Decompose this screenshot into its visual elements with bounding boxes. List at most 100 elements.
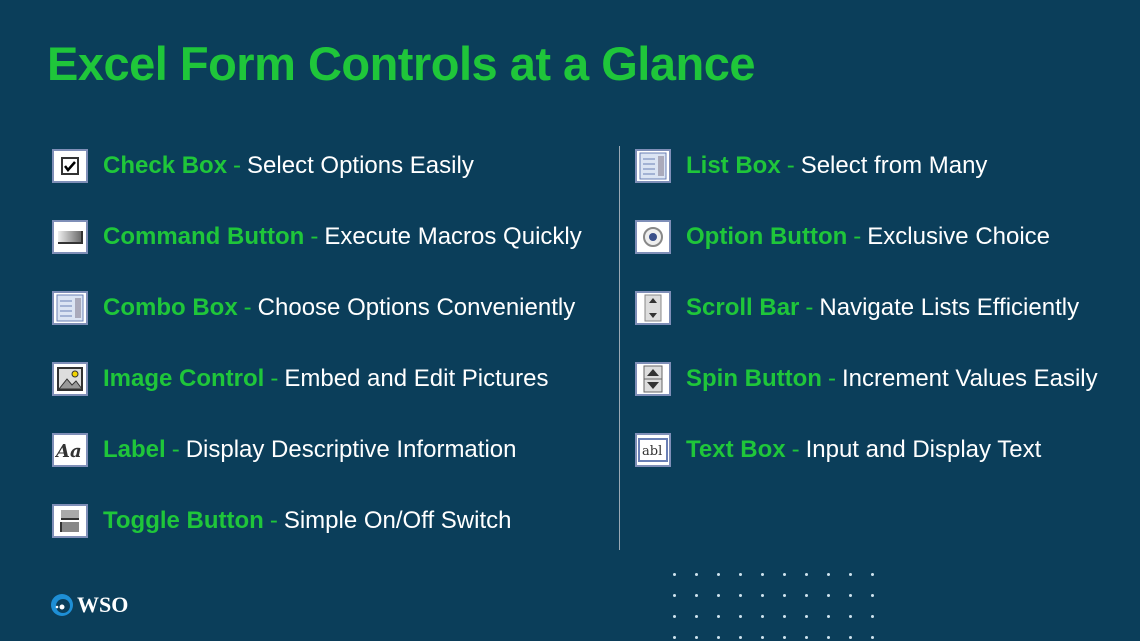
dot bbox=[695, 573, 698, 576]
dot bbox=[827, 573, 830, 576]
list-item: Scroll Bar-Navigate Lists Efficiently bbox=[635, 289, 1079, 327]
dot bbox=[783, 636, 786, 639]
checkbox-icon bbox=[52, 149, 88, 183]
control-name: Command Button bbox=[103, 223, 305, 250]
separator: - bbox=[171, 436, 180, 463]
dot bbox=[717, 615, 720, 618]
dot bbox=[805, 636, 808, 639]
list-item: Combo Box-Choose Options Conveniently bbox=[52, 289, 575, 327]
dot bbox=[717, 636, 720, 639]
separator: - bbox=[805, 294, 814, 321]
text-box-icon: abl bbox=[635, 433, 671, 467]
toggle-button-icon bbox=[52, 504, 88, 538]
page-title: Excel Form Controls at a Glance bbox=[47, 37, 756, 90]
control-name: Check Box bbox=[103, 152, 228, 179]
dot bbox=[871, 615, 874, 618]
option-button-icon bbox=[635, 220, 671, 254]
list-item: Toggle Button-Simple On/Off Switch bbox=[52, 502, 511, 540]
list-item: Check Box-Select Options Easily bbox=[52, 147, 474, 185]
dot bbox=[673, 615, 676, 618]
dot bbox=[849, 615, 852, 618]
control-description: Select from Many bbox=[800, 152, 988, 179]
dot bbox=[827, 594, 830, 597]
dot bbox=[849, 594, 852, 597]
list-item: Spin Button-Increment Values Easily bbox=[635, 360, 1098, 398]
control-description: Embed and Edit Pictures bbox=[284, 365, 549, 392]
dot bbox=[739, 594, 742, 597]
dot bbox=[761, 615, 764, 618]
combo-box-icon bbox=[52, 291, 88, 325]
dot bbox=[673, 573, 676, 576]
control-name: Option Button bbox=[686, 223, 848, 250]
dot bbox=[871, 594, 874, 597]
control-description: Execute Macros Quickly bbox=[324, 223, 582, 250]
separator: - bbox=[786, 152, 795, 179]
control-description: Choose Options Conveniently bbox=[257, 294, 576, 321]
dot bbox=[673, 594, 676, 597]
control-name: Scroll Bar bbox=[686, 294, 800, 321]
control-description: Navigate Lists Efficiently bbox=[819, 294, 1080, 321]
dot bbox=[717, 573, 720, 576]
dot bbox=[695, 594, 698, 597]
svg-text:abl: abl bbox=[642, 444, 662, 459]
dot bbox=[739, 615, 742, 618]
dot bbox=[805, 615, 808, 618]
dot bbox=[805, 573, 808, 576]
dot bbox=[849, 636, 852, 639]
column-divider bbox=[619, 146, 620, 550]
svg-text:Aa: Aa bbox=[55, 441, 82, 462]
spin-button-icon bbox=[635, 362, 671, 396]
dot bbox=[827, 636, 830, 639]
separator: - bbox=[269, 507, 278, 534]
separator: - bbox=[243, 294, 252, 321]
separator: - bbox=[270, 365, 279, 392]
dot bbox=[783, 594, 786, 597]
control-name: Label bbox=[103, 436, 166, 463]
list-item: Option Button-Exclusive Choice bbox=[635, 218, 1050, 256]
control-name: Combo Box bbox=[103, 294, 238, 321]
dot bbox=[761, 573, 764, 576]
separator: - bbox=[233, 152, 242, 179]
separator: - bbox=[853, 223, 862, 250]
dot bbox=[761, 594, 764, 597]
control-description: Display Descriptive Information bbox=[185, 436, 517, 463]
dot bbox=[695, 615, 698, 618]
list-box-icon bbox=[635, 149, 671, 183]
dot bbox=[871, 573, 874, 576]
control-name: Toggle Button bbox=[103, 507, 264, 534]
control-description: Select Options Easily bbox=[247, 152, 474, 179]
dot bbox=[739, 636, 742, 639]
list-item: Command Button-Execute Macros Quickly bbox=[52, 218, 582, 256]
dot bbox=[849, 573, 852, 576]
scroll-bar-icon bbox=[635, 291, 671, 325]
control-description: Input and Display Text bbox=[805, 436, 1042, 463]
dot bbox=[871, 636, 874, 639]
list-item: List Box-Select from Many bbox=[635, 147, 987, 185]
dot bbox=[783, 573, 786, 576]
dot bbox=[761, 636, 764, 639]
control-name: Image Control bbox=[103, 365, 265, 392]
dot bbox=[717, 594, 720, 597]
wso-logo: WSO bbox=[50, 592, 128, 618]
label-icon: Aa bbox=[52, 433, 88, 467]
dot bbox=[805, 594, 808, 597]
list-item: Aa Label-Display Descriptive Information bbox=[52, 431, 516, 469]
dot bbox=[783, 615, 786, 618]
command-button-icon bbox=[52, 220, 88, 254]
control-description: Increment Values Easily bbox=[841, 365, 1098, 392]
image-icon bbox=[52, 362, 88, 396]
dot bbox=[739, 573, 742, 576]
control-name: Spin Button bbox=[686, 365, 822, 392]
control-description: Exclusive Choice bbox=[867, 223, 1051, 250]
list-item: Image Control-Embed and Edit Pictures bbox=[52, 360, 548, 398]
wso-logo-icon bbox=[51, 594, 73, 616]
dot bbox=[695, 636, 698, 639]
separator: - bbox=[310, 223, 319, 250]
separator: - bbox=[827, 365, 836, 392]
dot bbox=[673, 636, 676, 639]
control-description: Simple On/Off Switch bbox=[283, 507, 512, 534]
control-name: Text Box bbox=[686, 436, 786, 463]
control-name: List Box bbox=[686, 152, 781, 179]
dot bbox=[827, 615, 830, 618]
